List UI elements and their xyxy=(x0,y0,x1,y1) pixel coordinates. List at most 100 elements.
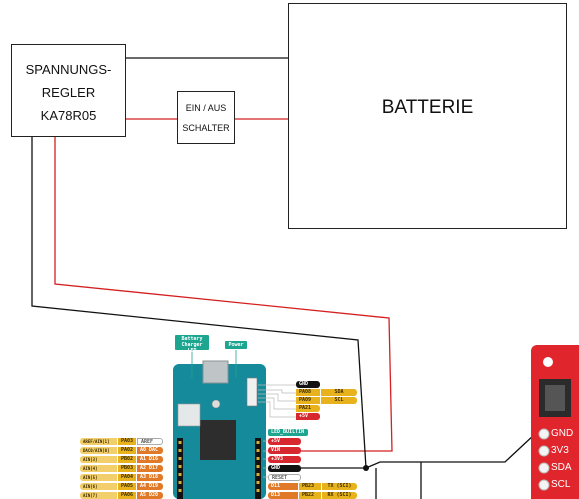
pin-left-a3-port-text: PA04 xyxy=(121,474,134,480)
pin-tag-pa08: PA08 xyxy=(296,389,320,396)
pin-tag-d13-text: D13 xyxy=(271,492,281,498)
pin-tag-gnd: GND xyxy=(268,465,301,472)
pin-left-a5-tag: A5 D20 xyxy=(137,492,163,499)
pin-left-a2-func-text: AIN[4] xyxy=(83,466,98,471)
pin-tag-3v3: +3V3 xyxy=(268,456,301,463)
pin-tag-d11-text: D11 xyxy=(271,483,281,489)
pin-tag-sda-text: SDA xyxy=(334,389,344,395)
pin-tag-pa09-text: PA09 xyxy=(299,397,312,403)
callout-power: Power xyxy=(225,341,247,349)
pin-tag-5v: +5V xyxy=(268,438,301,445)
pin-tag-vin-text: VIN xyxy=(271,447,281,453)
board-module xyxy=(177,403,201,427)
pin-left-a4-tag-text: A4 D19 xyxy=(140,483,159,489)
pin-left-a4-func: AIN[6] xyxy=(80,483,117,490)
battery-label: BATTERIE xyxy=(381,97,474,118)
board-reset-button xyxy=(211,399,221,409)
pin-left-a3-tag: A3 D18 xyxy=(137,474,163,481)
pin-left-aref-tag: AREF xyxy=(137,438,163,445)
sensor-connector-inner xyxy=(545,385,565,411)
pin-tag-vin: VIN xyxy=(268,447,301,454)
pin-left-a5-func-text: AIN[7] xyxy=(83,493,98,498)
pin-left-a0-port-text: PA02 xyxy=(121,447,134,453)
pin-tag-gnd-top: GND xyxy=(296,381,320,388)
pin-left-a5-func: AIN[7] xyxy=(80,492,117,499)
sensor-pads xyxy=(538,428,550,491)
pin-left-a2-func: AIN[4] xyxy=(80,465,117,472)
callout-charger-led: Battery Charger LED xyxy=(175,335,209,354)
pin-left-aref-func: AREF/AIN[1] xyxy=(80,438,117,445)
pin-left-a4-port-text: PA05 xyxy=(121,483,134,489)
board-header-pins xyxy=(178,441,260,492)
pin-tag-scl: SCL xyxy=(321,397,357,404)
pin-tag-tx-text: TX (SCI) xyxy=(327,483,352,489)
pin-left-a2-port: PB03 xyxy=(118,465,136,472)
regulator-label-line3: KA78R05 xyxy=(40,108,97,123)
board-chip xyxy=(200,420,236,460)
pin-left-a4-port: PA05 xyxy=(118,483,136,490)
board-header-right xyxy=(246,377,261,499)
pin-left-aref-port-text: PA03 xyxy=(121,438,134,444)
battery-block xyxy=(288,3,567,229)
pin-tag-5v-text: +5V xyxy=(271,438,281,444)
pin-tag-rx-text: RX (SCI) xyxy=(327,492,352,498)
board-header-left xyxy=(177,438,183,499)
pin-left-a1-tag: A1 D16 xyxy=(137,456,163,463)
pin-left-a0-func-text: DAC0/AIN[0] xyxy=(83,448,110,453)
sensor-pin-scl: SCL xyxy=(551,479,571,490)
wire-junction xyxy=(363,465,369,471)
pin-left-aref-func-text: AREF/AIN[1] xyxy=(83,439,110,444)
pin-left-a5-port-text: PA06 xyxy=(121,492,134,498)
sensor-mount-hole xyxy=(543,357,553,367)
pin-left-a2-port-text: PB03 xyxy=(121,465,134,471)
pin-left-a1-func: AIN[3] xyxy=(80,456,117,463)
pin-tag-gnd-text: GND xyxy=(271,465,281,471)
wire-regulator-vin xyxy=(54,137,393,452)
callout-power-text: Power xyxy=(228,342,244,348)
pin-tag-scl-text: SCL xyxy=(334,397,344,403)
pin-tag-pa21-text: PA21 xyxy=(299,405,312,411)
switch-block xyxy=(177,91,235,144)
pin-left-a3-port: PA04 xyxy=(118,474,136,481)
sensor-pin-gnd: GND xyxy=(551,428,574,439)
wire-gnd-sensor xyxy=(365,433,536,469)
pin-leader-lines xyxy=(258,384,296,478)
switch-label-line2: SCHALTER xyxy=(182,123,230,133)
regulator-label-line2: REGLER xyxy=(41,85,96,100)
pin-tag-d13: D13 xyxy=(268,492,298,499)
regulator-label-line1: SPANNUNGS- xyxy=(25,62,112,77)
pin-tag-led-builtin: LED_BUILTIN xyxy=(268,429,308,436)
pin-left-a0-tag: A0 DAC xyxy=(137,447,163,454)
pin-left-a5-tag-text: A5 D20 xyxy=(140,492,159,498)
wire-regulator-gnd xyxy=(31,137,367,469)
sensor-pin-3v3: 3V3 xyxy=(551,445,569,456)
sensor-board xyxy=(531,345,579,499)
pin-tag-pb23-text: PB23 xyxy=(302,483,315,489)
pin-tag-tx: TX (SCI) xyxy=(322,483,357,490)
pin-tag-pb23: PB23 xyxy=(299,483,321,490)
pin-tag-3v3-text: +3V3 xyxy=(271,456,284,462)
pin-tag-led-builtin-text: LED_BUILTIN xyxy=(271,429,305,435)
pin-tag-5v-top-text: +5V xyxy=(299,413,309,419)
sensor-pin-sda: SDA xyxy=(551,462,572,473)
pin-tag-pb22: PB22 xyxy=(299,492,321,499)
pin-left-a3-func: AIN[5] xyxy=(80,474,117,481)
pin-left-aref-tag-text: AREF xyxy=(141,439,154,445)
regulator-block xyxy=(11,44,126,137)
pin-tag-d11: D11 xyxy=(268,483,298,490)
pin-left-a1-port-text: PB02 xyxy=(121,456,134,462)
pin-left-a0-tag-text: A0 DAC xyxy=(140,447,159,453)
pin-tag-pa09: PA09 xyxy=(296,397,320,404)
pin-tag-gnd-top-text: GND xyxy=(299,381,309,387)
pin-tag-pb22-text: PB22 xyxy=(302,492,315,498)
pin-left-a1-port: PB02 xyxy=(118,456,136,463)
pin-left-a2-tag: A2 D17 xyxy=(137,465,163,472)
pin-left-a1-func-text: AIN[3] xyxy=(83,457,98,462)
pin-tag-sda: SDA xyxy=(321,389,357,396)
pin-left-a3-tag-text: A3 D18 xyxy=(140,474,159,480)
pin-tag-rx: RX (SCI) xyxy=(322,492,357,499)
switch-label-line1: EIN / AUS xyxy=(185,103,227,113)
pin-left-aref-port: PA03 xyxy=(118,438,136,445)
pin-left-a5-port: PA06 xyxy=(118,492,136,499)
